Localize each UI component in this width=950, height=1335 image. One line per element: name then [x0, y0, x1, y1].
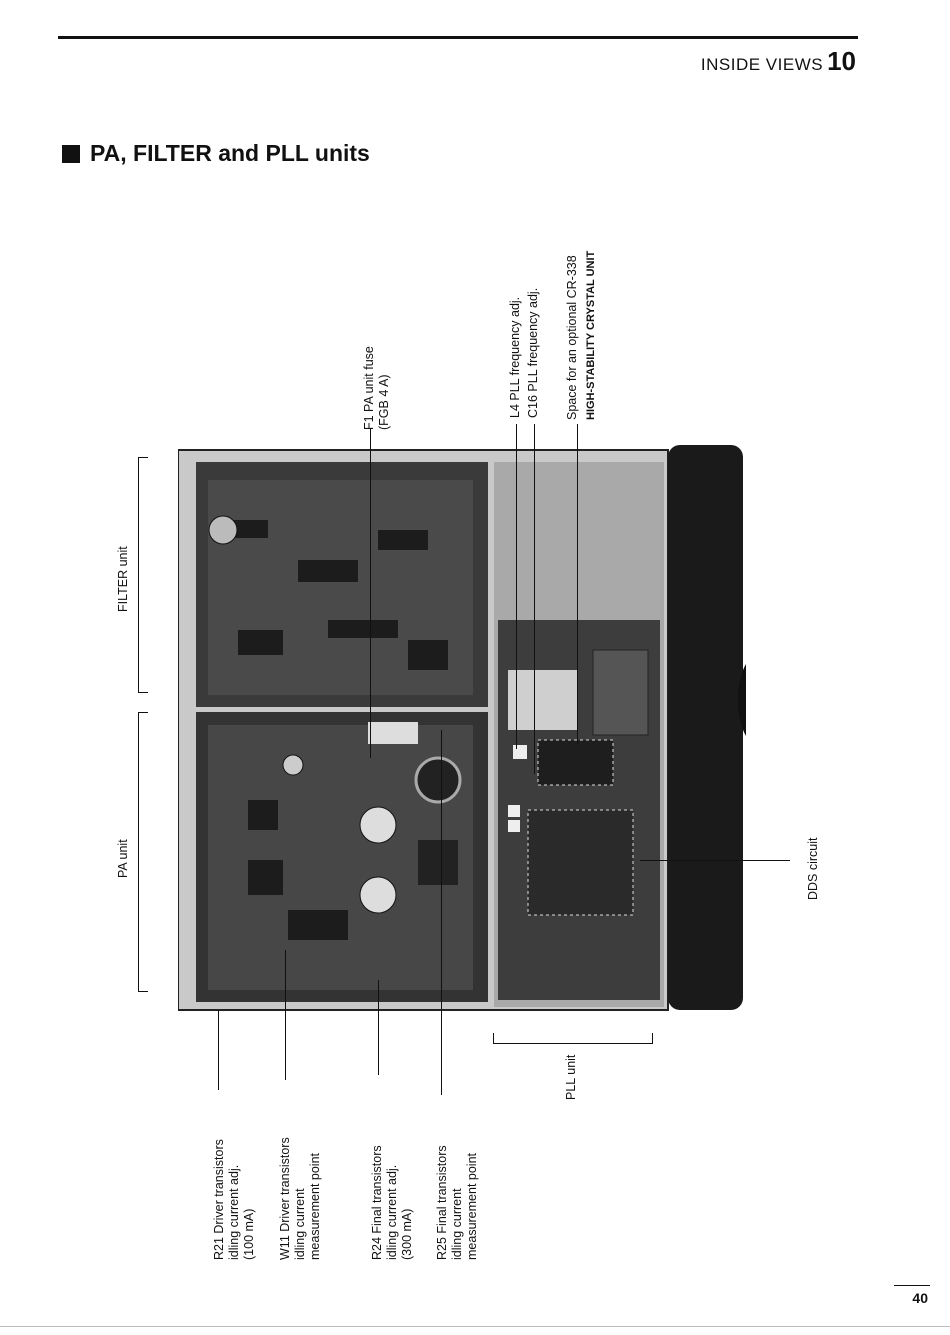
r21-label: R21 Driver transistors idling current ad… [212, 1139, 256, 1260]
filter-unit-label: FILTER unit [116, 546, 130, 612]
cr338-space-label: Space for an optional CR-338 [565, 255, 579, 420]
r25-label: R25 Final transistors idling current mea… [435, 1145, 479, 1260]
pa-unit-label: PA unit [116, 839, 130, 878]
f1-fuse-label: F1 PA unit fuse (FGB 4 A) [362, 346, 391, 430]
pll-bracket [493, 1043, 653, 1044]
page-number-rule [894, 1285, 930, 1286]
section-number: 10 [827, 46, 856, 76]
section-title: INSIDE VIEWS [700, 55, 824, 74]
c16-label: C16 PLL frequency adj. [526, 287, 540, 418]
pll-unit-label: PLL unit [564, 1054, 578, 1100]
r24-label: R24 Final transistors idling current adj… [370, 1145, 414, 1260]
pa-bracket [138, 712, 139, 992]
page-number: 40 [912, 1290, 928, 1306]
w11-label: W11 Driver transistors idling current me… [278, 1137, 322, 1260]
hsu-label: HIGH-STABILITY CRYSTAL UNIT [585, 250, 597, 420]
dds-circuit-label: DDS circuit [806, 837, 820, 900]
footer-line [0, 1326, 950, 1327]
page-title: PA, FILTER and PLL units [90, 140, 370, 166]
inside-view-photo [178, 445, 746, 1011]
page-heading: PA, FILTER and PLL units [62, 140, 370, 167]
heading-square-icon [62, 144, 80, 163]
filter-bracket [138, 457, 139, 693]
section-header: INSIDE VIEWS 10 [701, 46, 856, 77]
header-rule [58, 36, 858, 39]
l4-label: L4 PLL frequency adj. [508, 296, 522, 418]
